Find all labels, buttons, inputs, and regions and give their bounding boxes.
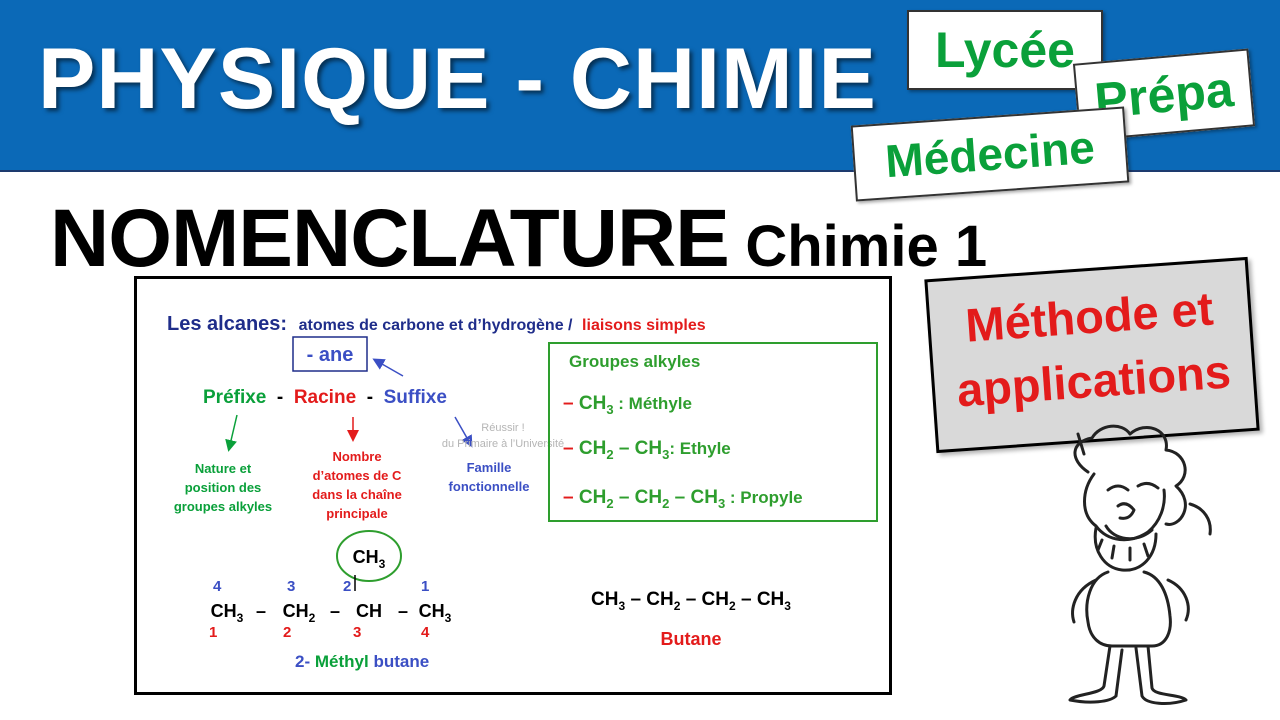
separator-2: - [361,387,378,408]
suffix-note-line: Famille [467,460,512,475]
chain-formula: CH3–CH2–CH–CH3 [211,601,452,625]
banner-title: PHYSIQUE - CHIMIE [38,31,877,127]
alkyl-group: – CH2 – CH3: Ethyle [563,438,731,462]
butane-formula: CH3 – CH2 – CH2 – CH3 [591,589,791,613]
groups-box [548,342,878,522]
racine-label: Racine [294,387,356,408]
board-title: Les alcanes: atomes de carbone et d’hydr… [167,313,706,335]
prefix-arrow [225,414,238,452]
suffix-box [292,336,368,372]
chain-segment: – [330,601,340,621]
carbon-number-top: 2 [343,578,351,595]
butane-name: Butane [660,629,721,649]
chain-segment: CH3 [419,601,452,625]
carbon-number-top: 1 [421,578,429,595]
board-title-label: Les alcanes: [167,313,287,335]
racine-note: Nombre d’atomes de C dans la chaîne prin… [312,449,402,521]
board-title-desc: atomes de carbone et d’hydrogène / [299,317,573,334]
suffixe-label: Suffixe [384,387,447,408]
lesson-board: Les alcanes: atomes de carbone et d’hydr… [134,276,892,695]
carbon-number-bottom: 4 [421,624,430,641]
prefix-note-line: Nature et [195,461,252,476]
page-title-sub: Chimie 1 [745,214,988,279]
board-title-bond: liaisons simples [582,317,706,334]
prefix-label: Préfixe [203,387,266,408]
watermark-line: Réussir ! [481,422,524,434]
chain-bottom-numbers: 1 2 3 4 [209,624,430,641]
name-structure: Préfixe - Racine - Suffixe [203,387,447,408]
butane-chain: CH3 – CH2 – CH2 – CH3 [591,589,791,613]
watermark-line: du Primaire à l’Université [442,438,564,450]
prefix-note: Nature et position des groupes alkyles [174,461,272,514]
carbon-number-bottom: 1 [209,624,217,641]
prefix-note-line: groupes alkyles [174,499,272,514]
page-title: NOMENCLATURE Chimie 1 [50,192,987,286]
racine-note-line: Nombre [332,449,381,464]
tag-lycee: Lycée [907,10,1103,90]
board-drawing: Les alcanes: atomes de carbone et d’hydr… [167,313,878,671]
chain-segment: – [256,601,266,621]
separator-1: - [272,387,289,408]
suffix-note-line: fonctionnelle [449,479,530,494]
professor-cartoon [1068,424,1212,705]
carbon-number-top: 4 [213,578,222,595]
groups-list: – CH3 : Méthyle – CH2 – CH3: Ethyle – CH2 … [563,393,803,511]
branch-circle [336,530,402,582]
chain-segment: CH3 [211,601,244,625]
compound-name-number: 2- [295,652,310,671]
prefix-note-line: position des [185,480,262,495]
speech-bubble-text: Méthode et applications [929,274,1255,424]
carbon-number-bottom: 2 [283,624,291,641]
chain-segment: CH [356,601,382,621]
chain-segment: CH2 [283,601,316,625]
carbon-number-top: 3 [287,578,295,595]
watermark: Réussir ! du Primaire à l’Université [442,422,564,450]
compound-name-root: butane [373,652,429,671]
branch-ch3: CH3 [353,547,386,571]
racine-note-line: principale [326,506,387,521]
compound-name: 2- Méthyl butane [295,652,429,671]
branch-formula: CH3 [353,547,386,571]
suffix-note: Famille fonctionnelle [449,460,530,494]
page-title-main: NOMENCLATURE [50,193,730,284]
groups-title: Groupes alkyles [569,352,700,371]
compound-name-prefix: Méthyl [315,652,369,671]
racine-note-line: dans la chaîne [312,487,402,502]
chain-top-numbers: 4 3 2 1 [213,578,429,595]
alkyl-group: – CH2 – CH2 – CH3 : Propyle [563,487,803,511]
suffix-box-label: - ane [307,344,354,366]
carbon-number-bottom: 3 [353,624,361,641]
alkyl-group: – CH3 : Méthyle [563,393,692,417]
suffix-arrow [372,358,404,377]
suffixe-arrow [454,416,473,448]
racine-note-line: d’atomes de C [313,468,402,483]
chain-segment: – [398,601,408,621]
